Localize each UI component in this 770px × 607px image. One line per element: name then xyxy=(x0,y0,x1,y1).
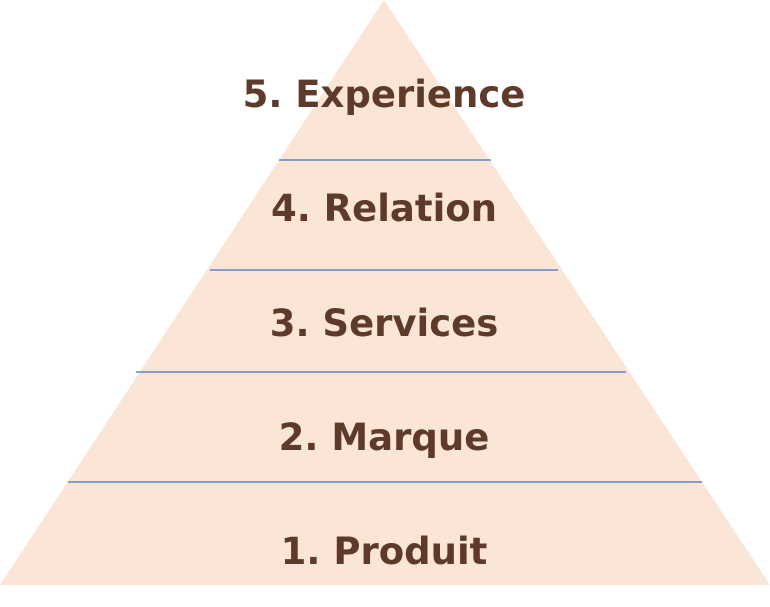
level-label-services: 3. Services xyxy=(270,302,499,345)
level-label-relation: 4. Relation xyxy=(271,187,497,230)
level-label-experience: 5. Experience xyxy=(243,73,526,116)
pyramid-shape xyxy=(0,0,770,585)
level-label-marque: 2. Marque xyxy=(279,416,490,459)
level-label-produit: 1. Produit xyxy=(281,530,488,573)
